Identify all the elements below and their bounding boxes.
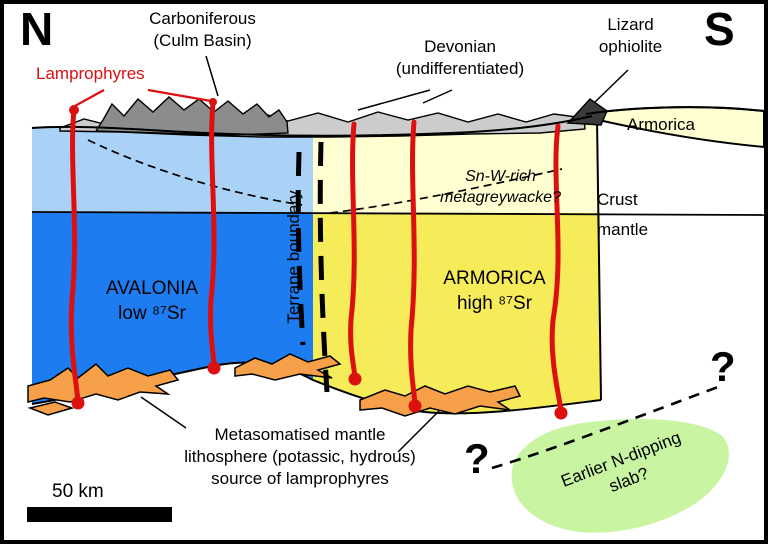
metasomatised-blob-center: [234, 353, 342, 381]
earlier-slab-region: [511, 418, 729, 533]
dike-3-root-dot: [348, 372, 362, 386]
lizard-pointer: [594, 69, 629, 103]
armorica-mantle-region: [313, 213, 601, 414]
metasomatised-blob-right: [359, 385, 522, 417]
scale-bar: [27, 507, 172, 522]
lamprophyre-dike-1: [68, 107, 81, 405]
armorica-block-line1: ARMORICA: [443, 268, 546, 289]
armorica-wedge-top-line: [585, 106, 765, 115]
armorica-block-line2: high ⁸⁷Sr: [456, 293, 533, 314]
lamprophyres-label: Lamprophyres: [36, 64, 145, 83]
avalonia-label: AVALONIA low ⁸⁷Sr: [72, 276, 232, 326]
dike-2-top-cap: [209, 98, 217, 106]
lamprophyre-dike-2: [208, 99, 217, 370]
devonian-line2: (undifferentiated): [395, 59, 525, 78]
earlier-slab-dashed-top: [491, 385, 719, 470]
metasomatised-label: Metasomatised mantle lithosphere (potass…: [135, 424, 465, 490]
scale-bar-label: 50 km: [52, 481, 104, 502]
metasomatised-pointer-left: [140, 396, 187, 429]
armorica-right-edge-line: [596, 118, 602, 401]
avalonia-mantle-region: [32, 213, 313, 404]
devonian-pointer-left: [357, 89, 431, 111]
metagreywacke-line2: metagreywacke?: [440, 189, 561, 206]
metasomatised-line3: source of lamprophyres: [211, 469, 389, 488]
surface-line: [31, 115, 593, 137]
metasomatised-line1: Metasomatised mantle: [214, 425, 386, 444]
terrane-boundary-dash-left: [295, 151, 306, 346]
metasomatised-blob-left: [27, 363, 180, 403]
question-mark-right: ?: [710, 343, 736, 390]
dike-5-root-dot: [554, 406, 568, 420]
culm-basin-shape: [94, 96, 289, 136]
terrane-boundary-label: Terrane boundary: [284, 190, 303, 324]
lizard-line1: Lizard: [607, 15, 654, 34]
terrane-boundary-dash-right: [317, 141, 330, 393]
lamprophyres-pointer-right: [147, 88, 212, 103]
carboniferous-line2: (Culm Basin): [153, 31, 252, 50]
carboniferous-label: Carboniferous (Culm Basin): [105, 8, 300, 52]
metasomatised-pointer-right: [397, 409, 441, 453]
armorica-crust-region: [313, 117, 600, 213]
question-mark-left: ?: [464, 435, 490, 482]
compass-south: S: [704, 3, 735, 55]
devonian-line1: Devonian: [424, 37, 496, 56]
avalonia-dashed-boundary: [87, 139, 303, 206]
mantle-label: mantle: [597, 220, 649, 239]
dike-4-root-dot: [408, 399, 422, 413]
lamprophyre-dike-5: [549, 123, 564, 415]
lamprophyre-dike-4: [408, 119, 418, 408]
lizard-label: Lizard ophiolite: [578, 14, 683, 58]
crust-mantle-boundary-line: [31, 211, 765, 216]
dike-2-root-dot: [207, 361, 221, 375]
devonian-label: Devonian (undifferentiated): [355, 36, 565, 80]
dike-1-top-cap: [69, 105, 79, 115]
avalonia-line2: low ⁸⁷Sr: [118, 303, 186, 324]
metagreywacke-label: Sn-W-rich metagreywacke?: [418, 166, 583, 208]
avalonia-crust-region: [32, 125, 313, 213]
metagreywacke-line1: Sn-W-rich: [465, 168, 536, 185]
metasomatised-blob-left-small: [27, 401, 75, 416]
armorica-wedge-label: Armorica: [627, 115, 696, 134]
armorica-block-label: ARMORICA high ⁸⁷Sr: [412, 266, 577, 316]
avalonia-line1: AVALONIA: [105, 278, 199, 299]
metagreywacke-dashed-boundary: [329, 168, 563, 214]
lizard-line2: ophiolite: [598, 37, 663, 56]
dike-1-root-dot: [71, 396, 85, 410]
crust-label: Crust: [597, 190, 638, 209]
metasomatised-line2: lithosphere (potassic, hydrous): [184, 447, 416, 466]
carboniferous-pointer: [205, 55, 219, 97]
devonian-pointer-right: [422, 89, 453, 104]
lamprophyre-dike-3: [348, 121, 358, 382]
lamprophyres-pointer-left: [72, 89, 105, 108]
carboniferous-line1: Carboniferous: [149, 9, 256, 28]
compass-north: N: [20, 3, 54, 55]
